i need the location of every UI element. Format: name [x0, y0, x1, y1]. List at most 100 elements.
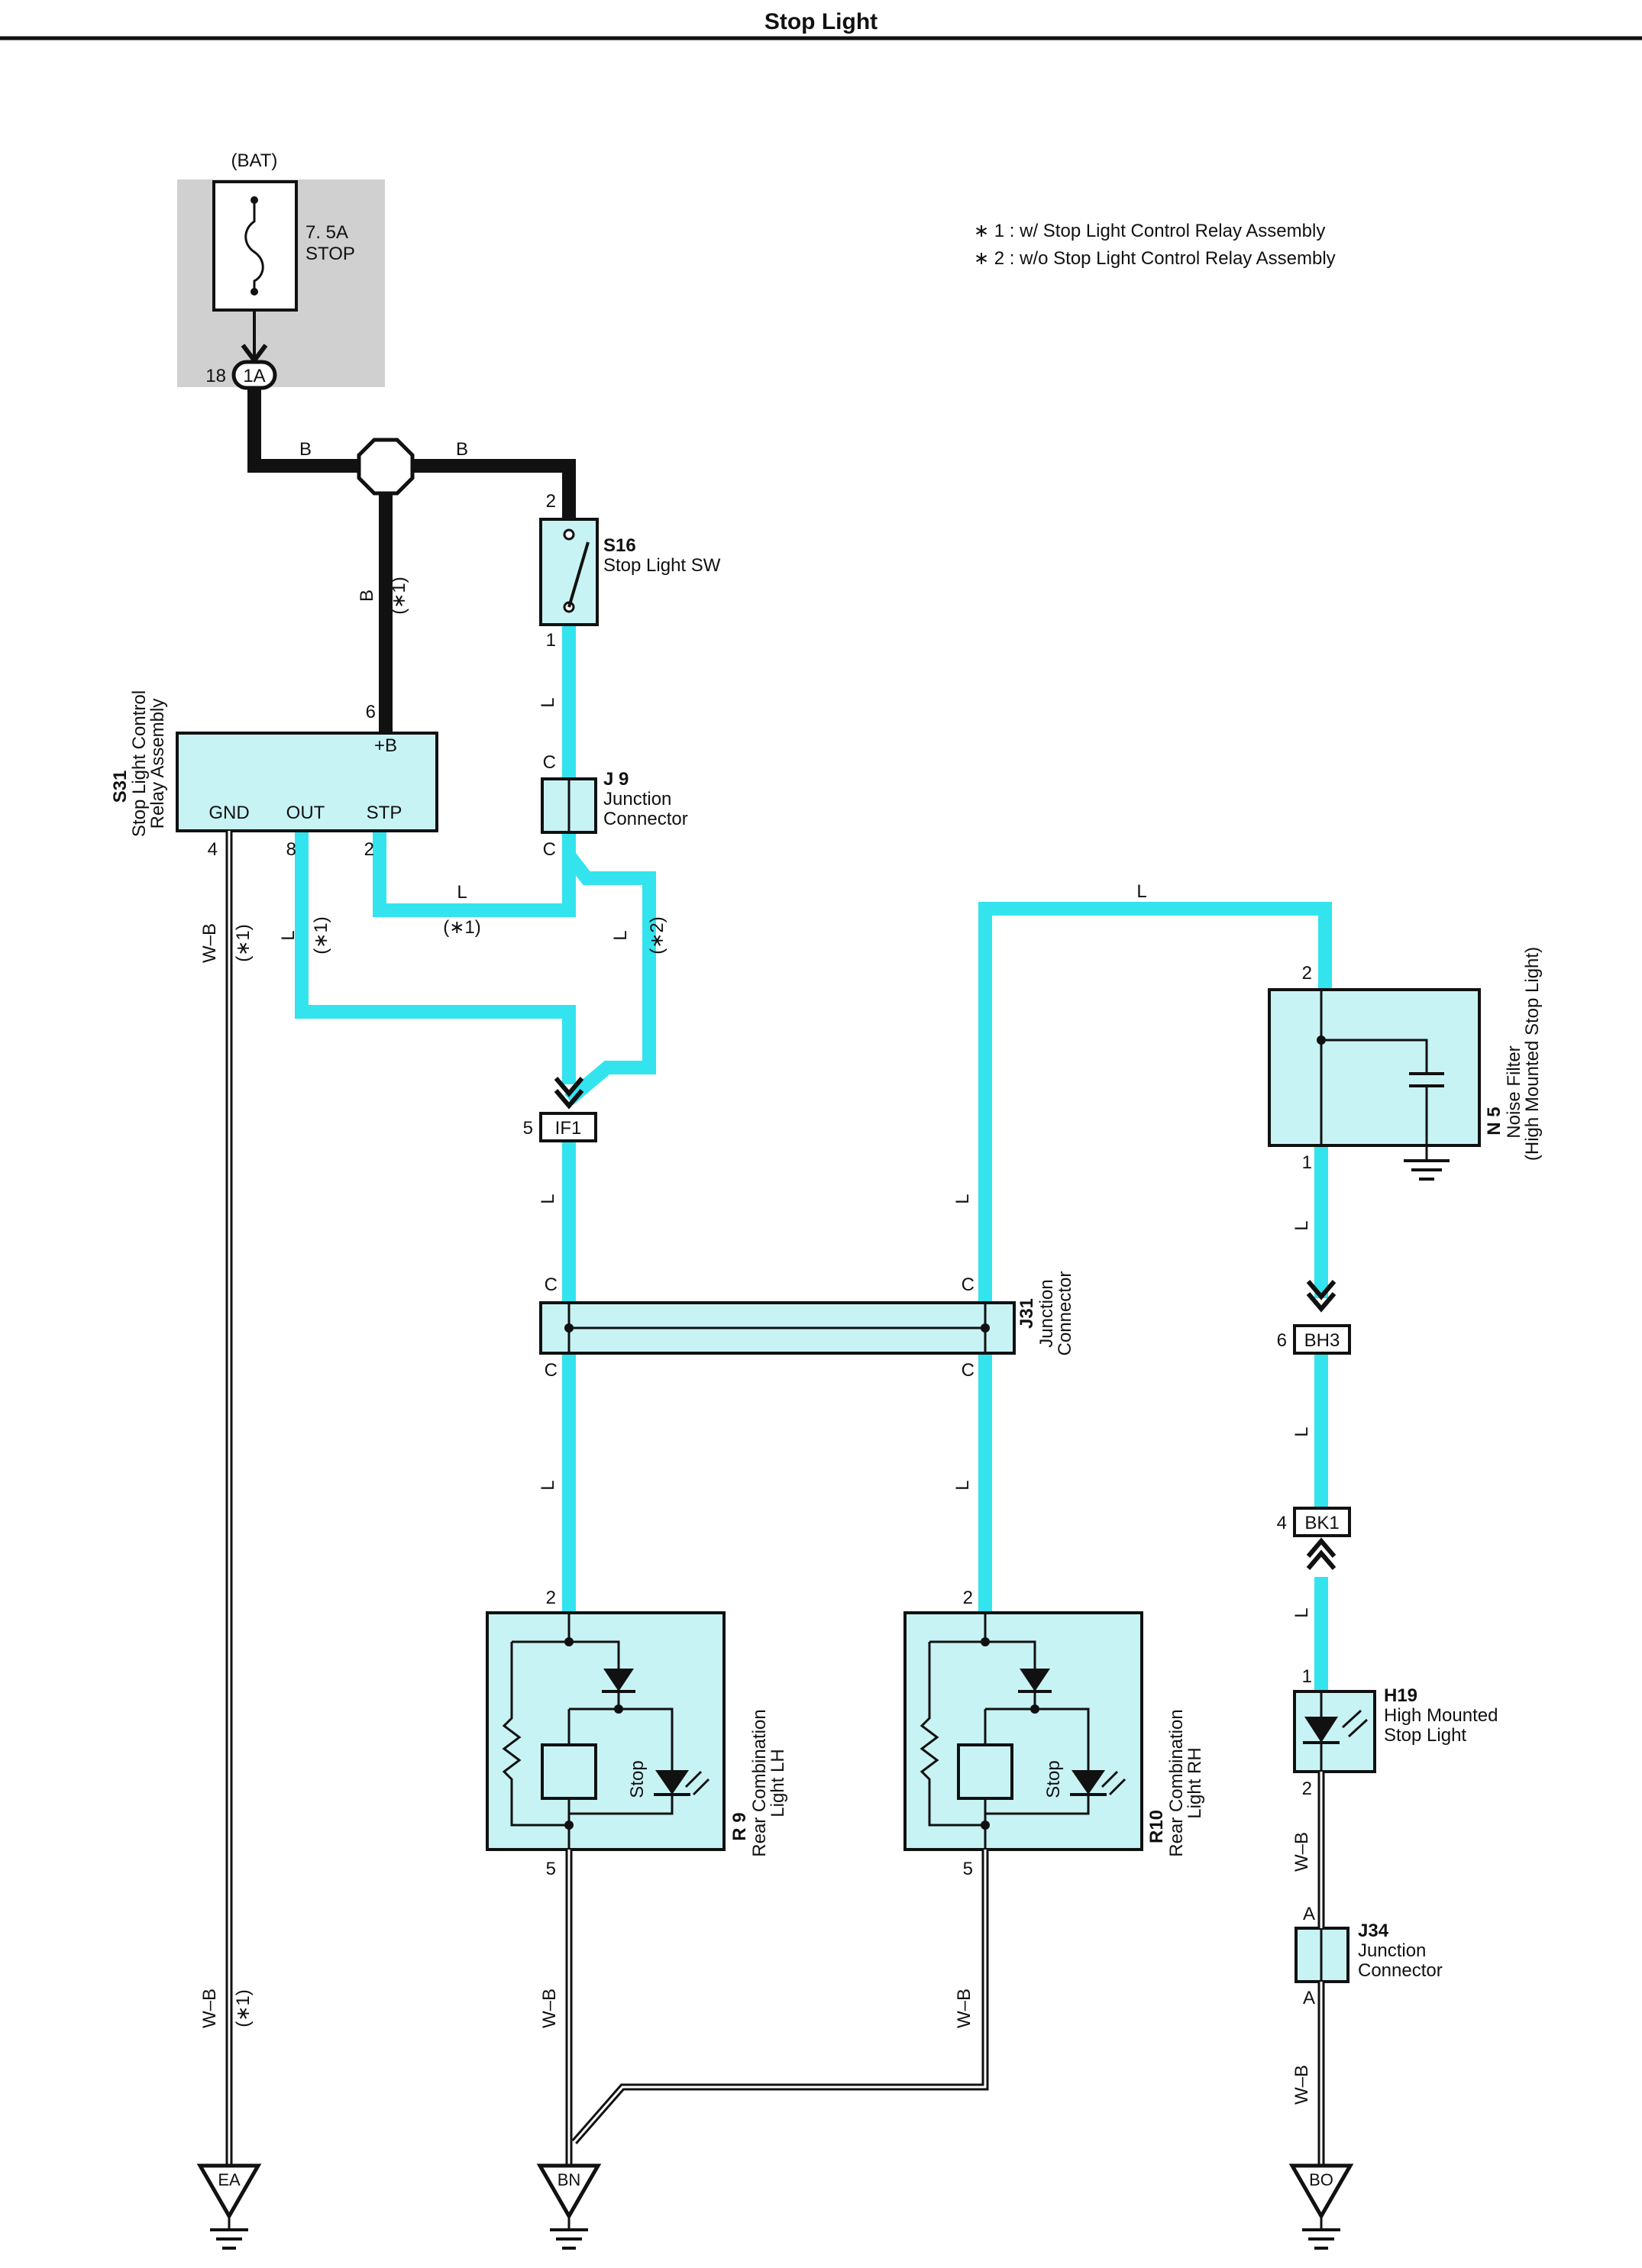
ground-icon [1404, 1159, 1450, 1181]
wire-label-wb: W–B [1291, 2065, 1312, 2105]
relay-pin-gnd: 4 [208, 839, 218, 860]
fuse-rating: 7. 5A [305, 222, 348, 243]
wire-l-stp [373, 831, 576, 917]
fuse-source: (BAT) [231, 150, 278, 171]
ground-label-bo: BO [1309, 2170, 1333, 2189]
wire-label-l: L [538, 1194, 558, 1203]
diode-icon [603, 1669, 634, 1691]
variant-tag: (∗2) [647, 916, 667, 954]
ground-wires [225, 831, 1325, 2176]
j34-name-1: Junction [1358, 1940, 1426, 1961]
wire-l-bypass [563, 851, 656, 1105]
wire-label-b: B [299, 439, 312, 460]
fuse-element-icon [244, 200, 264, 292]
j31-pin: C [962, 1360, 975, 1381]
r9-name-2: Light LH [768, 1749, 788, 1817]
variant-tag: (∗1) [233, 1989, 254, 2027]
wire-label-wb: W–B [1291, 1832, 1312, 1872]
wire-label-l: L [952, 1480, 973, 1490]
n5-name-1: Noise Filter [1504, 1045, 1524, 1138]
if1-label: IF1 [555, 1118, 582, 1139]
wire-label-l: L [1291, 1426, 1312, 1436]
connector-if1: IF1 5 [523, 1077, 597, 1142]
ground-point-ea: EA [196, 2163, 262, 2250]
wire-label-wb: W–B [954, 1989, 975, 2028]
note-1: ∗ 1 : w/ Stop Light Control Relay Assemb… [974, 221, 1325, 241]
connector-bh3: BH3 6 [1277, 1280, 1351, 1355]
led-icon [655, 1770, 689, 1795]
fuse-name: STOP [305, 244, 355, 264]
wire-label-wb: W–B [199, 923, 220, 963]
resistor-icon [920, 1642, 985, 1827]
switch-name: Stop Light SW [603, 555, 721, 576]
j9-code: J 9 [603, 769, 629, 790]
stop-light-switch: 2 1 S16 Stop Light SW [539, 491, 721, 651]
bk1-label: BK1 [1304, 1513, 1339, 1533]
r9-bulb-label: Stop [627, 1760, 648, 1798]
j31-name-1: Junction [1036, 1279, 1057, 1347]
lamp-unit-icon [541, 1743, 597, 1800]
variant-tag: (∗1) [443, 917, 480, 938]
j9-pin-bottom: C [543, 839, 556, 860]
relay-name-1: Stop Light Control [129, 690, 150, 837]
wire-label-l: L [1291, 1607, 1312, 1617]
wire-l-out [295, 831, 576, 1084]
wire-label-l: L [278, 930, 299, 940]
svg-text:1A: 1A [243, 366, 265, 386]
connector-bk1: BK1 4 [1277, 1507, 1351, 1570]
variant-tag: (∗1) [389, 577, 409, 614]
relay-pin-b: 6 [366, 702, 376, 722]
j34-name-2: Connector [1358, 1960, 1443, 1981]
variant-tag: (∗1) [311, 916, 331, 954]
r9-code: R 9 [729, 1812, 750, 1840]
ground-point-bn: BN [536, 2163, 602, 2250]
if1-pin: 5 [523, 1118, 533, 1139]
relay-term-b: +B [374, 735, 397, 756]
wire-b-2 [412, 459, 576, 519]
bk1-pin: 4 [1277, 1513, 1287, 1533]
led-icon [1304, 1717, 1338, 1743]
switch-pin-bottom: 1 [546, 630, 556, 651]
switch-code: S16 [603, 535, 636, 556]
h19-name-1: High Mounted [1384, 1705, 1498, 1726]
wire-label-l: L [538, 697, 558, 707]
r10-pin-bottom: 5 [963, 1859, 973, 1879]
wire-label-l: L [538, 1480, 558, 1490]
wire-label-b: B [456, 439, 468, 460]
n5-pin-bottom: 1 [1302, 1152, 1312, 1173]
r10-box [903, 1611, 1143, 1851]
rear-combination-light-rh: Stop 2 5 R10 Rear Combination Light RH [903, 1588, 1205, 1879]
j31-code: J31 [1017, 1298, 1037, 1329]
relay-assembly: +B GND OUT STP 6 4 8 2 S31 Stop Light Co… [110, 690, 438, 860]
relay-box [176, 732, 438, 832]
r10-code: R10 [1146, 1810, 1167, 1843]
splice-point [357, 438, 415, 496]
switch-contact-icon [567, 541, 590, 608]
wire-label-wb: W–B [539, 1989, 560, 2028]
j31-pin: C [545, 1275, 558, 1295]
ground-label-bn: BN [558, 2170, 581, 2189]
relay-name-2: Relay Assembly [147, 699, 168, 829]
h19-pin-bottom: 2 [1302, 1779, 1312, 1799]
wire-label-wb: W–B [199, 1989, 220, 2028]
n5-name-2: (High Mounted Stop Light) [1522, 947, 1543, 1161]
wire-label-l: L [952, 1194, 973, 1203]
ground-triangle-icon [196, 2163, 262, 2221]
wire-l-j31-n5 [978, 902, 1332, 1303]
bh3-pin: 6 [1277, 1330, 1287, 1351]
ground-triangle-icon [1288, 2163, 1354, 2221]
wire-label-l: L [457, 882, 467, 903]
resistor-icon [502, 1642, 569, 1827]
variant-tag: (∗1) [233, 924, 254, 961]
r9-name-1: Rear Combination [749, 1709, 770, 1856]
rear-combination-light-lh: Stop 2 5 R 9 Rear Combination Light LH [486, 1588, 788, 1879]
wire-label-l: L [610, 930, 631, 940]
j31-pin: C [545, 1360, 558, 1381]
junction-j9: C C J 9 Junction Connector [541, 752, 688, 860]
switch-pin-top: 2 [546, 491, 556, 512]
r10-pin-top: 2 [963, 1588, 973, 1608]
j31-name-2: Connector [1055, 1271, 1075, 1356]
led-icon [1072, 1770, 1105, 1795]
n5-pin-top: 2 [1302, 963, 1312, 984]
